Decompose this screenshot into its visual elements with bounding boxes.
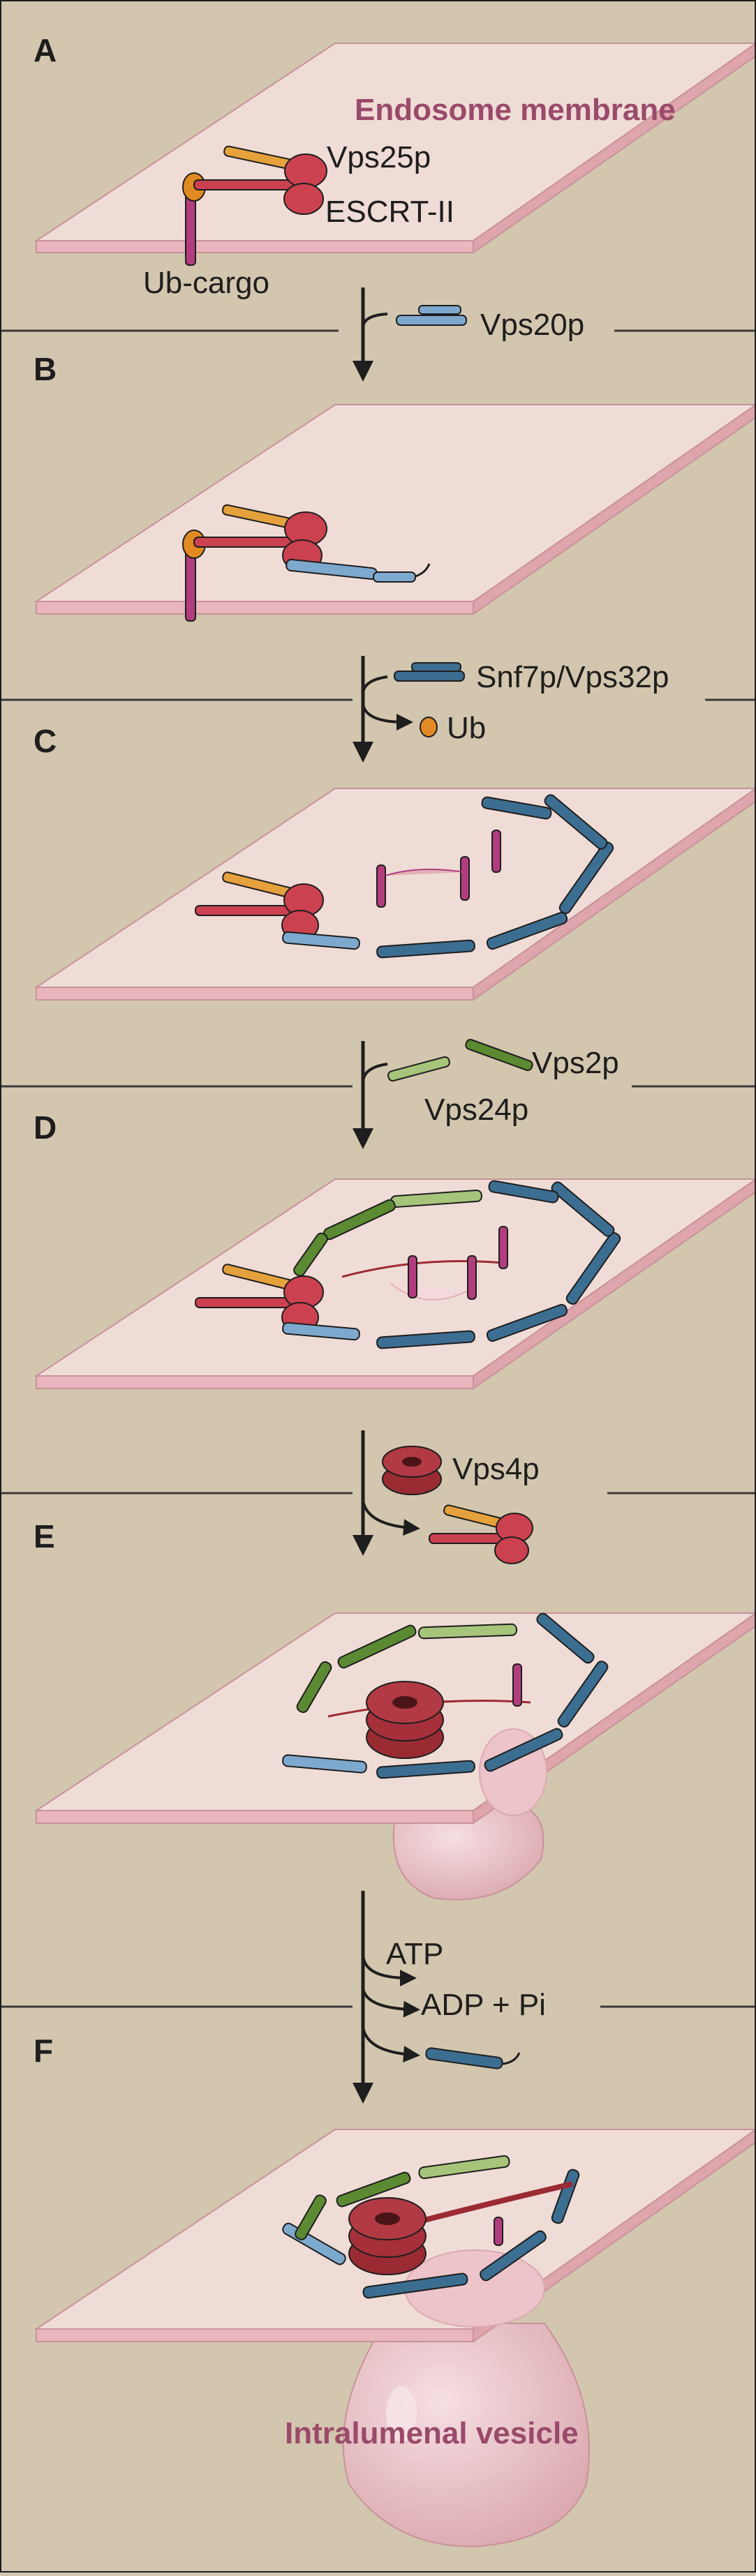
label-intralumenal-vesicle: Intralumenal vesicle (285, 2416, 579, 2450)
curved-branch-arrow-icon (362, 675, 388, 695)
panel-letter-f: F (34, 2032, 53, 2069)
panel-letter-a: A (34, 32, 57, 68)
vps24p-incoming (387, 1056, 450, 1082)
vps2p-incoming (465, 1039, 533, 1071)
panel-e (34, 1612, 756, 1901)
separator-lines (0, 329, 756, 2008)
label-vps25p: Vps25p (327, 140, 431, 174)
panel-letter-c: C (34, 723, 57, 759)
label-escrt-ii: ESCRT-II (325, 195, 454, 229)
panel-a: Endosome membrane Vps25p ESCRT-II Ub-car… (34, 42, 756, 300)
panel-b (34, 403, 756, 622)
panel-f: Intralumenal vesicle (34, 2128, 756, 2548)
snf7p-ring-c (282, 794, 614, 959)
ub-cargo-cluster-c (376, 830, 501, 908)
membrane-a (34, 42, 756, 254)
label-vps2p: Vps2p (532, 1046, 619, 1080)
panel-letter-b: B (34, 351, 57, 387)
vesicle-highlight (386, 2386, 417, 2442)
cargo-f (494, 2217, 503, 2246)
transition-c-d: Vps2p Vps24p (353, 1039, 619, 1149)
curved-branch-arrow-icon (362, 1953, 417, 1986)
panel-d (34, 1178, 756, 1390)
label-ub: Ub (447, 711, 486, 745)
label-vps4p: Vps4p (452, 1452, 540, 1486)
vps4p-e (366, 1681, 444, 1759)
label-endosome-membrane: Endosome membrane (355, 93, 676, 127)
label-vps24p: Vps24p (424, 1093, 528, 1127)
curved-branch-arrow-icon (362, 1063, 388, 1084)
vesicle-budding-e (392, 1803, 544, 1901)
curved-branch-arrow-icon (362, 2026, 420, 2063)
curved-branch-arrow-icon (362, 704, 413, 731)
vps20p-bound (286, 558, 431, 583)
panel-letter-d: D (34, 1109, 57, 1146)
ub-released (420, 717, 438, 737)
panel-c (34, 787, 756, 1001)
vps20p-incoming (396, 305, 467, 326)
panel-letter-e: E (34, 1518, 55, 1555)
transition-a-b: Vps20p (353, 287, 584, 382)
curved-branch-arrow-icon (362, 1988, 420, 2018)
escrt-ii-released (429, 1504, 533, 1564)
curved-branch-arrow-icon (362, 1499, 420, 1536)
intralumenal-vesicle (342, 2323, 590, 2548)
membrane-b (34, 403, 756, 615)
label-vps20p: Vps20p (480, 308, 584, 342)
escrt-iii-ring-e (282, 1612, 609, 1779)
vps4p-incoming (382, 1446, 442, 1495)
escrt-ii-a (193, 145, 327, 215)
membrane-c (34, 787, 756, 1001)
ub-cargo-cluster-d (341, 1226, 508, 1301)
curved-branch-arrow-icon (362, 313, 388, 329)
transition-b-c: Snf7p/Vps32p Ub (353, 656, 669, 763)
label-atp: ATP (386, 1937, 443, 1971)
transition-e-f: ATP ADP + Pi (353, 1891, 546, 2104)
snf7p-released (425, 2047, 521, 2069)
escrt-iii-ring-f (282, 2155, 580, 2299)
vps4p-f (348, 2197, 427, 2275)
cargo-e (512, 1663, 522, 1707)
escrt-iii-ring-d (282, 1180, 621, 1349)
snf7p-incoming (394, 662, 465, 682)
membrane-d (34, 1178, 756, 1390)
label-ub-cargo: Ub-cargo (143, 266, 269, 300)
transition-d-e: Vps4p (353, 1430, 540, 1564)
label-adp-pi: ADP + Pi (421, 1988, 546, 2022)
label-snf7p: Snf7p/Vps32p (476, 660, 669, 694)
